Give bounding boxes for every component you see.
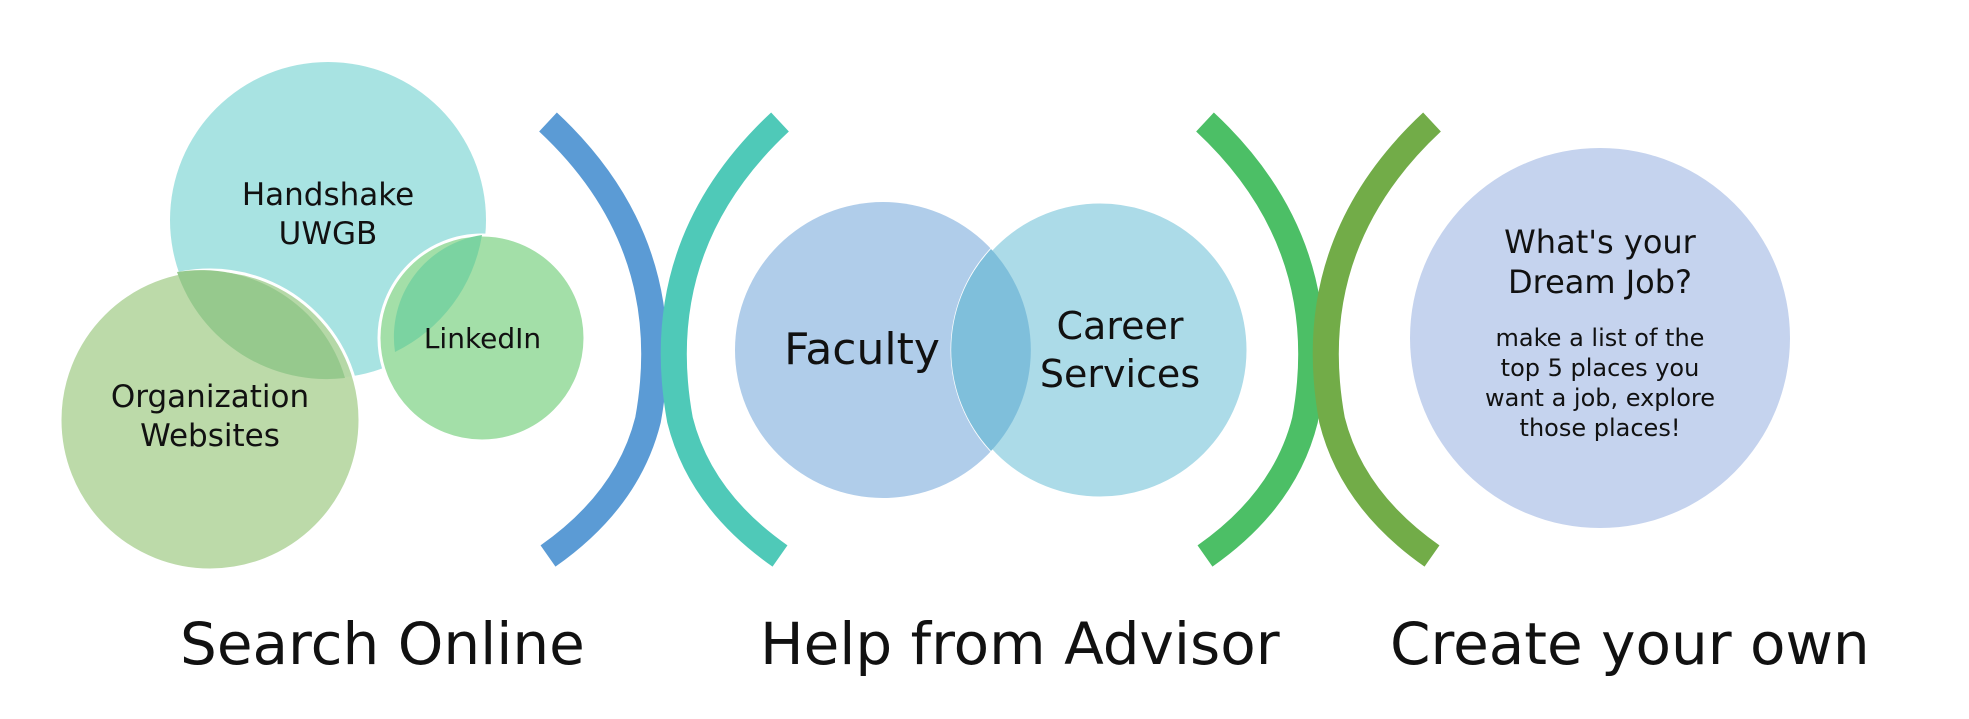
label-linkedin: LinkedIn — [423, 322, 542, 355]
label-dream-job-body: make a list of the top 5 places you want… — [1484, 324, 1715, 442]
label-dream-job-title: What's your Dream Job? — [1504, 223, 1696, 301]
caption-help-from-advisor: Help from Advisor — [760, 610, 1280, 678]
caption-search-online: Search Online — [180, 610, 585, 678]
bracket-4 — [1312, 112, 1441, 567]
bracket-2 — [660, 112, 789, 567]
label-organization-websites: Organization Websites — [110, 379, 310, 454]
caption-create-your-own: Create your own — [1390, 610, 1870, 678]
circle-faculty — [735, 202, 1031, 498]
label-faculty: Faculty — [784, 324, 940, 375]
label-career-services: Career Services — [1039, 304, 1201, 396]
circle-dream-job — [1410, 148, 1790, 528]
bracket-3 — [1196, 112, 1325, 567]
bracket-1 — [539, 112, 668, 567]
label-handshake: Handshake UWGB — [241, 177, 415, 252]
overlap-handshake-linkedin — [393, 235, 482, 352]
overlap-faculty-career — [951, 249, 1031, 451]
overlap-handshake-org-lens — [177, 270, 345, 380]
